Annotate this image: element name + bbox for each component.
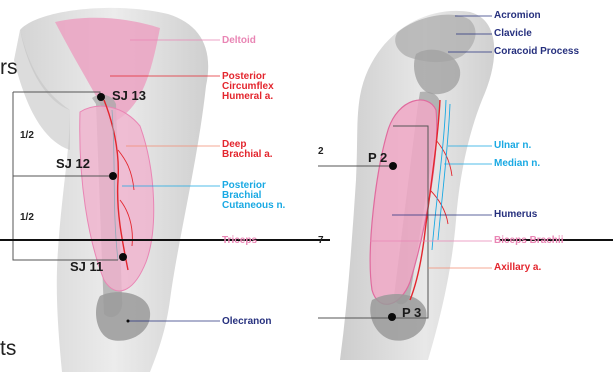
marker-sj11: [119, 253, 127, 261]
label-biceps-brachii: Biceps Brachii: [494, 236, 563, 246]
marker-p3: [388, 313, 396, 321]
label-posterior-circumflex-humeral: Posterior Circumflex Humeral a.: [222, 72, 274, 102]
label-line: Humeral a.: [222, 92, 274, 102]
label-coracoid-process: Coracoid Process: [494, 47, 579, 57]
marker-sj13: [97, 93, 105, 101]
point-sj12: SJ 12: [56, 156, 90, 171]
label-line: Brachial a.: [222, 150, 273, 160]
point-p2: P 2: [368, 150, 387, 165]
label-deep-brachial: Deep Brachial a.: [222, 140, 273, 160]
label-ulnar-nerve: Ulnar n.: [494, 141, 531, 151]
label-line: Cutaneous n.: [222, 201, 285, 211]
label-acromion: Acromion: [494, 11, 541, 21]
edge-number-2: 2: [318, 146, 324, 157]
label-deltoid: Deltoid: [222, 36, 256, 46]
label-clavicle: Clavicle: [494, 29, 532, 39]
edge-number-7: 7: [318, 235, 324, 246]
edge-text-top: rs: [0, 56, 18, 80]
fraction-lower: 1/2: [20, 212, 34, 223]
label-posterior-brachial-cutaneous: Posterior Brachial Cutaneous n.: [222, 181, 285, 211]
label-median-nerve: Median n.: [494, 159, 540, 169]
point-sj13: SJ 13: [112, 88, 146, 103]
marker-sj12: [109, 172, 117, 180]
fraction-upper: 1/2: [20, 130, 34, 141]
point-p3: P 3: [402, 305, 421, 320]
olecranon-dot: [127, 320, 130, 323]
edge-text-bottom: ts: [0, 337, 16, 361]
label-olecranon: Olecranon: [222, 317, 271, 327]
label-humerus: Humerus: [494, 210, 537, 220]
left-arm-illustration: [14, 8, 208, 372]
marker-p2: [389, 162, 397, 170]
label-triceps: Triceps: [222, 236, 257, 246]
label-axillary-artery: Axillary a.: [494, 263, 541, 273]
point-sj11: SJ 11: [70, 259, 103, 274]
